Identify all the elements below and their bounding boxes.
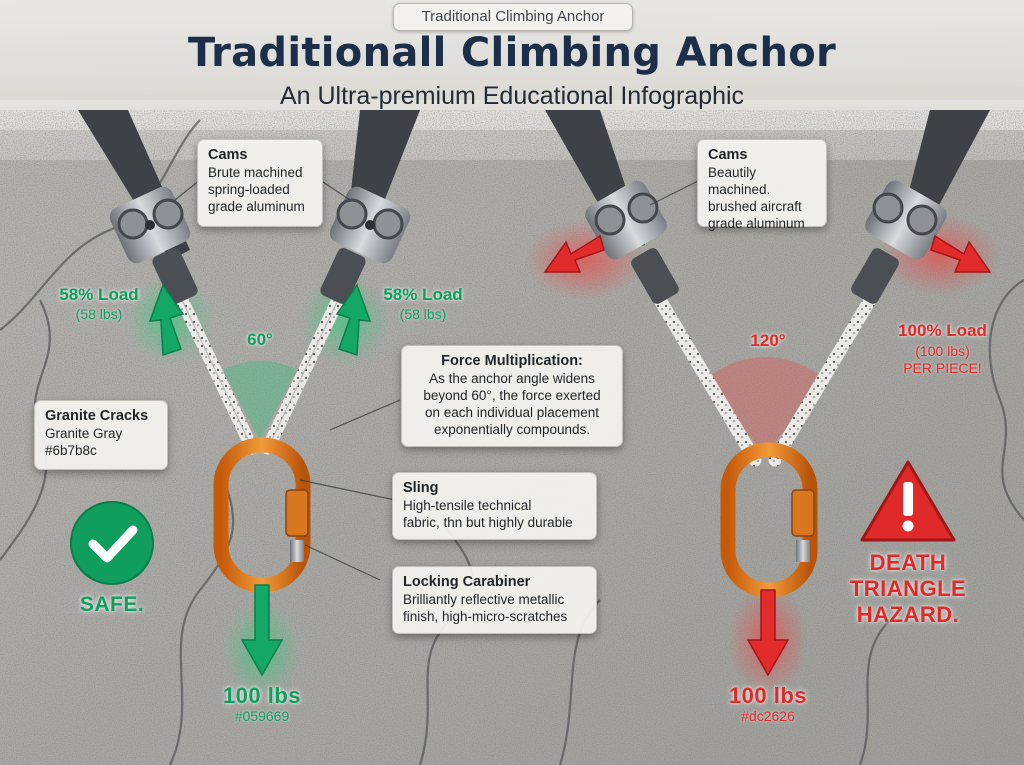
safe-status: SAFE. [79,593,145,616]
card-line: As the anchor angle widens [429,371,595,386]
right-load-sub: (100 lbs) [915,343,970,359]
card-line: finish, high-micro-scratches [403,609,568,624]
card-line: Brilliantly reflective metallic [403,592,565,607]
hazard-line: HAZARD. [856,602,960,627]
right-cams-card: Cams Beautily machined. brushed aircraft… [697,139,827,231]
card-line: High-tensile technical [403,498,532,513]
left-total-sub: #059669 [234,708,290,724]
left-total-load: 100 lbs [222,683,302,708]
right-load-sub: PER PIECE! [903,360,982,376]
right-load-label: 100% Load [898,321,987,340]
right-load-sub: (58 lbs) [399,306,447,322]
card-line: exponentially compounds. [433,422,591,437]
card-line: fabric, thn but highly durable [403,515,573,530]
hazard-line: TRIANGLE [849,576,967,601]
sling-card: Sling High-tensile technical fabric, thn… [392,472,597,540]
card-line: Brute machined [208,165,303,180]
page-title: Traditionall Climbing Anchor [187,30,837,76]
right-angle-label: 120° [750,331,786,350]
right-load-label: 58% Load [383,285,463,304]
card-line: spring-loaded [208,182,290,197]
card-heading: Sling [403,480,439,496]
carabiner-card: Locking Carabiner Brilliantly reflective… [392,566,597,634]
left-angle-label: 60° [247,330,273,349]
card-heading: Locking Carabiner [403,574,531,590]
card-line: #6b7b8c [45,443,97,458]
death-triangle-hazard: DEATH TRIANGLE HAZARD. [828,550,988,628]
card-heading: Granite Cracks [45,408,149,424]
card-line: Granite Gray [45,426,123,441]
page-subtitle: An Ultra-premium Educational Infographic [279,82,745,110]
card-heading: Force Multiplication: [441,353,583,369]
right-total-load: 100 lbs [728,683,808,708]
card-line: grade aluminum [208,199,305,214]
card-heading: Cams [208,147,248,163]
right-total-sub: #dc2626 [741,708,795,724]
title-pill: Traditional Climbing Anchor [393,3,633,31]
card-line: grade aluminum [708,216,805,231]
hazard-line: DEATH [869,550,947,575]
card-line: beyond 60°, the force exerted [423,388,601,403]
granite-card: Granite Cracks Granite Gray #6b7b8c [34,400,168,470]
force-multiplication-card: Force Multiplication: As the anchor angl… [401,345,623,447]
card-heading: Cams [708,147,748,163]
card-line: Beautily machined. [708,165,771,197]
left-cams-card: Cams Brute machined spring-loaded grade … [197,139,323,227]
left-load-sub: (58 lbs) [75,306,123,322]
checkmark-icon [88,525,138,563]
card-line: brushed aircraft [708,199,802,214]
card-line: on each individual placement [424,405,600,420]
left-load-label: 58% Load [59,285,139,304]
